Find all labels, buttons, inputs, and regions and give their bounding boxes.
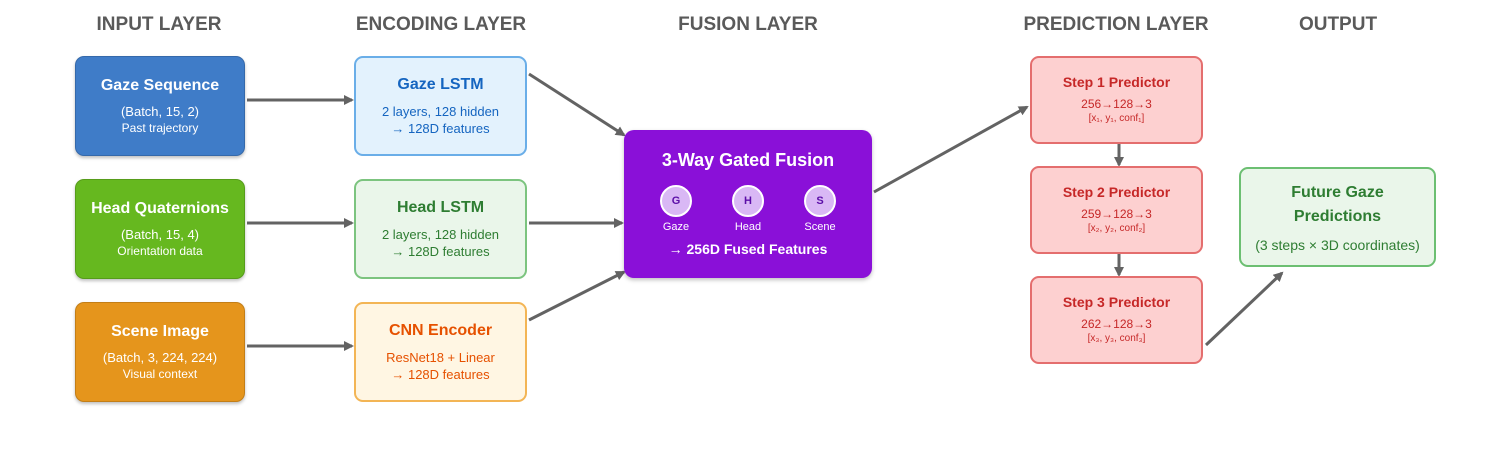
encoder-config: 2 layers, 128 hidden: [381, 226, 500, 242]
input-description: Orientation data: [117, 243, 203, 258]
input-gaze-sequence: Gaze Sequence (Batch, 15, 2) Past trajec…: [75, 56, 245, 156]
input-shape: (Batch, 15, 4): [120, 226, 200, 242]
encoder-title: Head LSTM: [396, 198, 485, 216]
output-title-line1: Future Gaze: [1291, 184, 1384, 201]
predictor-title: Step 1 Predictor: [1062, 74, 1171, 90]
output-future-gaze: Future Gaze Predictions (3 steps × 3D co…: [1239, 167, 1436, 267]
header-output: OUTPUT: [1298, 14, 1378, 35]
header-prediction-layer: PREDICTION LAYER: [1023, 14, 1209, 35]
header-input-layer: INPUT LAYER: [96, 14, 222, 35]
input-title: Scene Image: [111, 322, 209, 340]
input-shape: (Batch, 3, 224, 224): [102, 349, 218, 365]
predictor-outputs: [x₂, y₂, conf₂]: [1087, 223, 1146, 234]
fusion-gates: G Gaze H Head S Scene: [660, 185, 836, 233]
step-2-predictor: Step 2 Predictor 259→128→3 [x₂, y₂, conf…: [1030, 166, 1203, 254]
step-1-predictor: Step 1 Predictor 256→128→3 [x₁, y₁, conf…: [1030, 56, 1203, 144]
fusion-block: 3-Way Gated Fusion G Gaze H Head S Scene…: [624, 130, 872, 278]
output-title-line2: Predictions: [1293, 208, 1382, 225]
encoder-config: 2 layers, 128 hidden: [381, 103, 500, 119]
encoder-output: → 128D features: [391, 366, 490, 382]
arrow-gaze-lstm-to-fusion: [528, 72, 626, 137]
gate-circle: H: [732, 185, 764, 217]
predictor-dims: 256→128→3: [1081, 97, 1152, 111]
encoder-cnn: CNN Encoder ResNet18 + Linear → 128D fea…: [354, 302, 527, 402]
input-shape: (Batch, 15, 2): [120, 103, 200, 119]
header-fusion-layer: FUSION LAYER: [678, 14, 818, 35]
output-detail: (3 steps × 3D coordinates): [1255, 237, 1420, 253]
input-scene-image: Scene Image (Batch, 3, 224, 224) Visual …: [75, 302, 245, 402]
encoder-title: CNN Encoder: [388, 321, 493, 339]
gate-circle: S: [804, 185, 836, 217]
arrow-fusion-to-step1: [873, 105, 1029, 194]
gate-label: Head: [734, 221, 762, 233]
predictor-dims: 259→128→3: [1081, 207, 1152, 221]
gate-label: Scene: [804, 221, 836, 233]
encoder-head-lstm: Head LSTM 2 layers, 128 hidden → 128D fe…: [354, 179, 527, 279]
header-encoding-layer: ENCODING LAYER: [355, 14, 527, 35]
encoder-output: → 128D features: [391, 243, 490, 259]
encoder-output: → 128D features: [391, 120, 490, 136]
input-head-quaternions: Head Quaternions (Batch, 15, 4) Orientat…: [75, 179, 245, 279]
predictor-dims: 262→128→3: [1081, 317, 1152, 331]
encoder-config: ResNet18 + Linear: [386, 349, 495, 365]
predictor-outputs: [x₁, y₁, conf₁]: [1088, 113, 1145, 124]
input-description: Visual context: [122, 366, 198, 381]
encoder-title: Gaze LSTM: [397, 75, 484, 93]
arrow-cnn-to-fusion: [528, 270, 626, 322]
input-title: Gaze Sequence: [100, 76, 220, 94]
gate-scene: S Scene: [804, 185, 836, 233]
predictor-outputs: [x₃, y₃, conf₃]: [1087, 333, 1146, 344]
fusion-title: 3-Way Gated Fusion: [661, 150, 835, 170]
gate-gaze: G Gaze: [660, 185, 692, 233]
gate-circle: G: [660, 185, 692, 217]
fusion-features: → 256D Fused Features: [668, 241, 828, 257]
predictor-title: Step 2 Predictor: [1062, 184, 1171, 200]
input-description: Past trajectory: [121, 120, 199, 135]
input-title: Head Quaternions: [91, 199, 229, 217]
gate-head: H Head: [732, 185, 764, 233]
step-3-predictor: Step 3 Predictor 262→128→3 [x₃, y₃, conf…: [1030, 276, 1203, 364]
arrow-step3-to-output: [1204, 271, 1284, 347]
predictor-title: Step 3 Predictor: [1062, 294, 1171, 310]
encoder-gaze-lstm: Gaze LSTM 2 layers, 128 hidden → 128D fe…: [354, 56, 527, 156]
gate-label: Gaze: [662, 221, 690, 233]
